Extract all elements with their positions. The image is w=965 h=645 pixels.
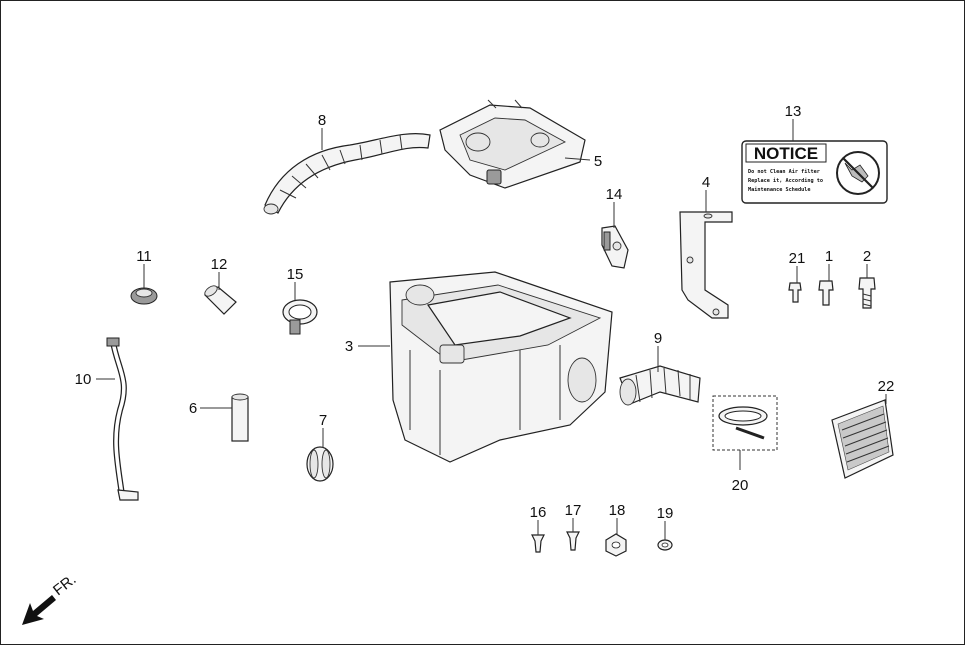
part-11-grommet [130, 287, 158, 305]
callout-20: 20 [732, 477, 749, 494]
part-10-drain-tube [106, 337, 139, 501]
part-12-sleeve [204, 285, 237, 315]
callout-4: 4 [702, 174, 710, 191]
callout-3: 3 [345, 338, 353, 355]
callout-8: 8 [318, 112, 326, 129]
part-15-hose-clamp [282, 299, 318, 335]
callout-19: 19 [657, 505, 674, 522]
part-6-tube [231, 393, 249, 442]
part-8-intake-hose [263, 133, 431, 215]
front-indicator: FR. [22, 571, 80, 625]
leader-lines [96, 119, 887, 540]
callout-9: 9 [654, 330, 662, 347]
no-cleaning-icon [836, 151, 880, 195]
part-7-grommet [306, 446, 334, 482]
part-16-screw [531, 534, 545, 553]
callout-7: 7 [319, 412, 327, 429]
callout-12: 12 [211, 256, 228, 273]
part-13-notice-label: NOTICE Do not Clean Air filter Replace i… [741, 140, 888, 204]
part-3-airbox-housing [389, 271, 613, 463]
callout-21: 21 [789, 250, 806, 267]
part-20-clamp-set [712, 395, 778, 451]
front-label: FR. [50, 571, 80, 599]
part-17-screw [566, 531, 580, 551]
part-5-airbox-cover [439, 99, 586, 189]
callout-13: 13 [785, 103, 802, 120]
callout-18: 18 [609, 502, 626, 519]
callout-22: 22 [878, 378, 895, 395]
callout-5: 5 [594, 153, 602, 170]
callout-numbers: 8 5 13 14 4 21 1 2 11 12 15 3 9 22 10 6 … [75, 103, 895, 522]
callout-11: 11 [136, 248, 152, 265]
notice-line-1: Do not Clean Air filter [748, 169, 820, 175]
notice-line-3: Maintenance Schedule [748, 187, 810, 193]
part-22-air-filter [831, 399, 894, 479]
callout-15: 15 [287, 266, 304, 283]
callout-6: 6 [189, 400, 197, 417]
callout-2: 2 [863, 248, 871, 265]
part-21-bolt [788, 282, 802, 303]
callout-16: 16 [530, 504, 547, 521]
notice-line-2: Replace it, According to [748, 178, 823, 184]
part-19-washer [657, 539, 673, 551]
part-2-bolt [858, 277, 876, 309]
callout-14: 14 [606, 186, 623, 203]
part-14-clip [601, 225, 629, 269]
part-4-bracket [679, 211, 733, 319]
callout-10: 10 [75, 371, 92, 388]
part-18-nut [605, 533, 627, 557]
front-arrow-icon [22, 595, 56, 625]
part-1-bolt [818, 280, 834, 306]
part-9-duct [619, 365, 701, 406]
callout-1: 1 [825, 248, 833, 265]
callout-17: 17 [565, 502, 582, 519]
notice-title: NOTICE [754, 144, 818, 163]
